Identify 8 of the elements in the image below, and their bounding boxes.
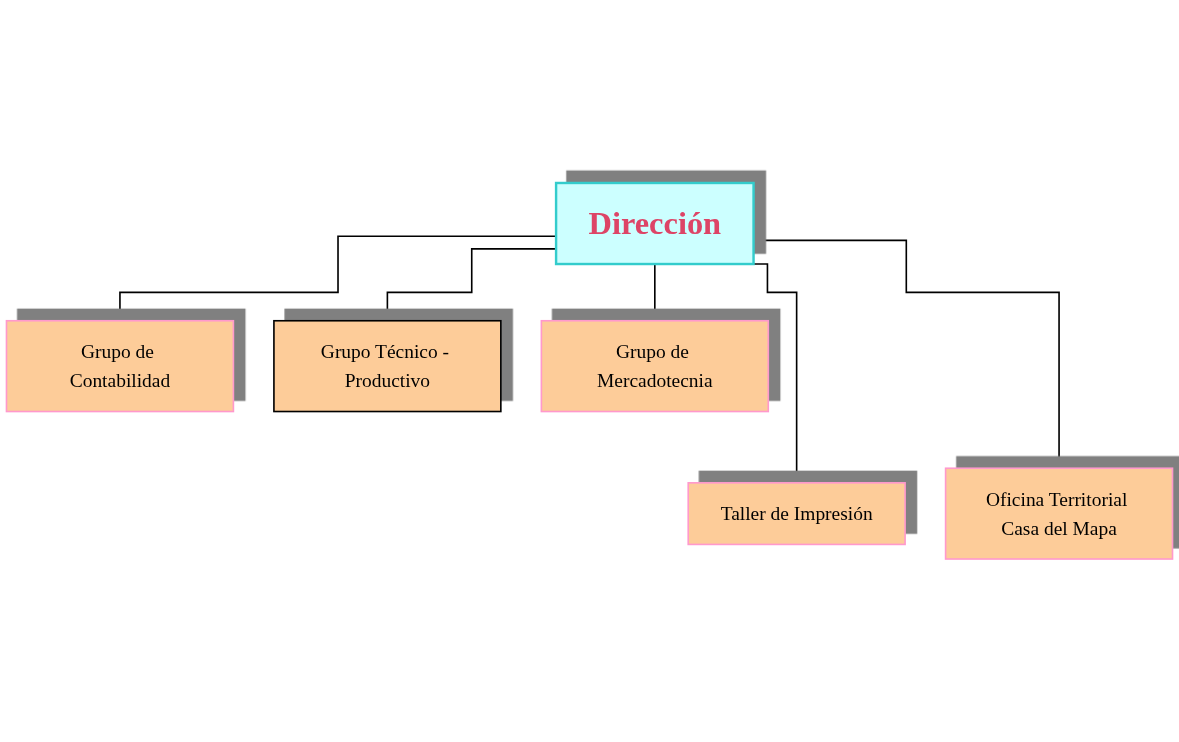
connector — [119, 235, 557, 322]
node-box: Oficina Territorial Casa del Mapa — [944, 467, 1174, 560]
node-box: Taller de Impresión — [687, 482, 906, 546]
node-box: Dirección — [554, 181, 755, 266]
connector — [386, 248, 557, 322]
node-box: Grupo Técnico - Productivo — [273, 319, 502, 413]
node-box: Grupo de Contabilidad — [5, 319, 235, 413]
node-box: Grupo de Mercadotecnia — [540, 319, 770, 413]
